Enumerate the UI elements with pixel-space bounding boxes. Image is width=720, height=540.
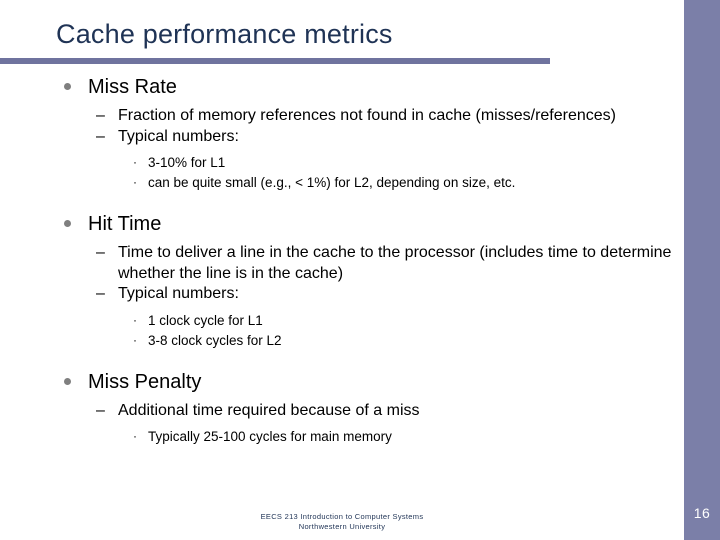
bullet-level3-label: 3-8 clock cycles for L2 — [148, 332, 282, 348]
bullet-level1-label: Miss Rate — [88, 76, 177, 98]
bullet-level2-label: Fraction of memory references not found … — [118, 107, 616, 124]
small-dot-icon: · — [133, 429, 137, 443]
bullet-level3-label: 3-10% for L1 — [148, 155, 226, 170]
bullet-level1-hit-time: Hit Time — [0, 211, 684, 237]
bullet-level3-hit-time-l2: · 3-8 clock cycles for L2 — [0, 331, 684, 351]
bullet-dot-icon — [64, 83, 71, 90]
bullet-level3-miss-rate-l2: · can be quite small (e.g., < 1%) for L2… — [0, 173, 684, 193]
section-miss-penalty: Miss Penalty – Additional time required … — [0, 369, 684, 448]
bullet-level1-label: Miss Penalty — [88, 370, 202, 393]
dash-icon: – — [96, 107, 105, 124]
bullet-dot-icon — [64, 377, 71, 385]
bullet-level3-hit-time-l1: · 1 clock cycle for L1 — [0, 311, 684, 331]
bullet-level1-label: Hit Time — [88, 213, 162, 235]
small-dot-icon: · — [133, 155, 137, 169]
small-dot-icon: · — [133, 312, 137, 327]
bullet-level2-label: Typical numbers: — [118, 285, 239, 302]
small-dot-icon: · — [133, 332, 137, 347]
bullet-level1-miss-penalty: Miss Penalty — [0, 369, 684, 395]
slide-title: Cache performance metrics — [56, 19, 393, 49]
dash-icon: – — [96, 401, 105, 419]
bullet-level2-miss-penalty-definition: – Additional time required because of a … — [0, 401, 684, 422]
slide-body: Miss Rate – Fraction of memory reference… — [0, 70, 684, 447]
bullet-level3-miss-penalty-cycles: · Typically 25-100 cycles for main memor… — [0, 427, 684, 447]
slide-footer: EECS 213 Introduction to Computer System… — [0, 512, 684, 532]
footer-course-line: EECS 213 Introduction to Computer System… — [260, 512, 424, 521]
bullet-level2-label: Time to deliver a line in the cache to t… — [118, 244, 672, 282]
spacer — [0, 351, 684, 365]
bullet-level2-miss-rate-definition: – Fraction of memory references not foun… — [0, 106, 684, 127]
bullet-level2-label: Additional time required because of a mi… — [118, 401, 420, 419]
footer-university-line: Northwestern University — [298, 522, 386, 531]
small-dot-icon: · — [133, 175, 137, 189]
bullet-dot-icon — [64, 220, 71, 227]
bullet-level1-miss-rate: Miss Rate — [0, 74, 684, 100]
spacer — [0, 193, 684, 207]
dash-icon: – — [96, 127, 105, 145]
bullet-level3-label: can be quite small (e.g., < 1%) for L2, … — [148, 175, 516, 190]
bullet-level2-label: Typical numbers: — [118, 127, 239, 145]
bullet-level2-hit-time-definition: – Time to deliver a line in the cache to… — [0, 243, 684, 284]
bullet-level3-label: 1 clock cycle for L1 — [148, 312, 263, 328]
dash-icon: – — [96, 285, 105, 302]
section-hit-time: Hit Time – Time to deliver a line in the… — [0, 211, 684, 351]
title-divider-rule — [0, 58, 550, 64]
section-miss-rate: Miss Rate – Fraction of memory reference… — [0, 74, 684, 193]
dash-icon: – — [96, 244, 105, 261]
bullet-level3-label: Typically 25-100 cycles for main memory — [148, 429, 392, 444]
page-number: 16 — [693, 505, 711, 521]
bullet-level3-miss-rate-l1: · 3-10% for L1 — [0, 153, 684, 173]
right-accent-bar — [684, 0, 720, 540]
bullet-level2-miss-rate-typical: – Typical numbers: — [0, 127, 684, 148]
bullet-level2-hit-time-typical: – Typical numbers: — [0, 284, 684, 305]
